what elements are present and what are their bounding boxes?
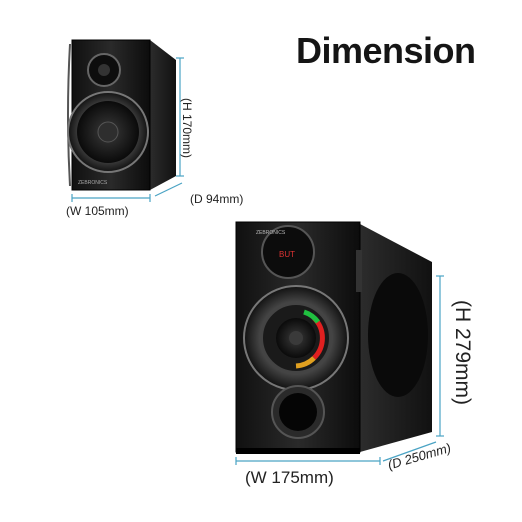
small-width-label: (W 105mm) xyxy=(66,204,129,218)
large-height-label: (H 279mm) xyxy=(451,300,474,406)
small-height-label: (H 170mm) xyxy=(180,98,194,159)
small-dimension-lines xyxy=(71,57,184,202)
display-panel xyxy=(261,225,315,279)
bass-port-icon xyxy=(279,393,317,431)
small-brand-text: ZEBRONICS xyxy=(78,180,108,186)
large-width-label: (W 175mm) xyxy=(245,468,334,487)
large-speaker: BUT ZEBRONICS xyxy=(235,221,432,454)
large-dimension-lines xyxy=(235,275,444,465)
page-title: Dimension xyxy=(296,30,476,71)
small-speaker: ZEBRONICS xyxy=(67,39,176,191)
display-text: BUT xyxy=(279,250,295,259)
small-depth-label: (D 94mm) xyxy=(190,192,244,206)
side-port-icon xyxy=(368,273,428,397)
large-brand-text: ZEBRONICS xyxy=(256,230,286,236)
